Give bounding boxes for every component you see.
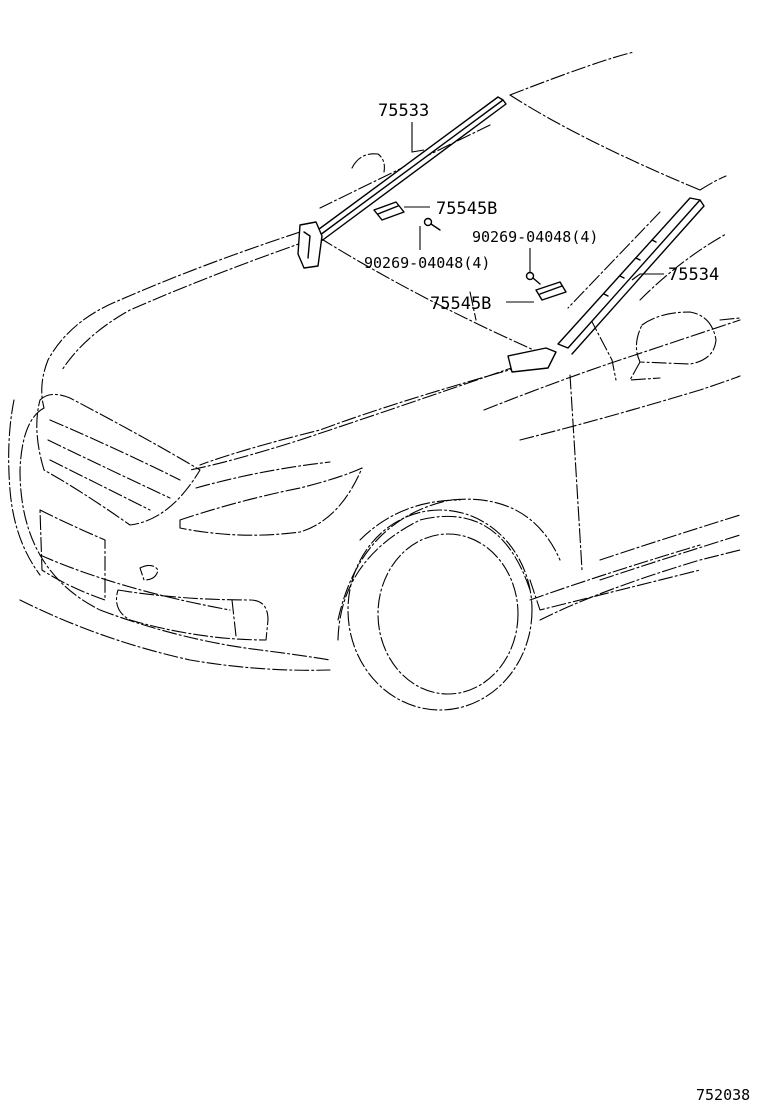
retainer-75545B-lower xyxy=(535,281,567,301)
left-windshield-moulding-75533 xyxy=(297,96,507,269)
callout-75545B-upper: 75545B xyxy=(436,199,497,219)
right-windshield-moulding-75534 xyxy=(507,197,705,373)
retainer-75545B-upper xyxy=(373,201,405,221)
leader-lines xyxy=(404,122,664,303)
vehicle-outline xyxy=(8,51,741,711)
screw-90269-right xyxy=(525,271,541,285)
callout-90269-04048-right: 90269-04048(4) xyxy=(472,228,598,246)
figure-number: 752038 xyxy=(696,1086,750,1104)
screw-90269-left xyxy=(423,217,441,231)
callout-90269-04048-left: 90269-04048(4) xyxy=(364,254,490,272)
callout-75533: 75533 xyxy=(378,101,429,121)
callout-75545B-lower: 75545B xyxy=(430,294,491,314)
callout-75534: 75534 xyxy=(668,265,719,285)
